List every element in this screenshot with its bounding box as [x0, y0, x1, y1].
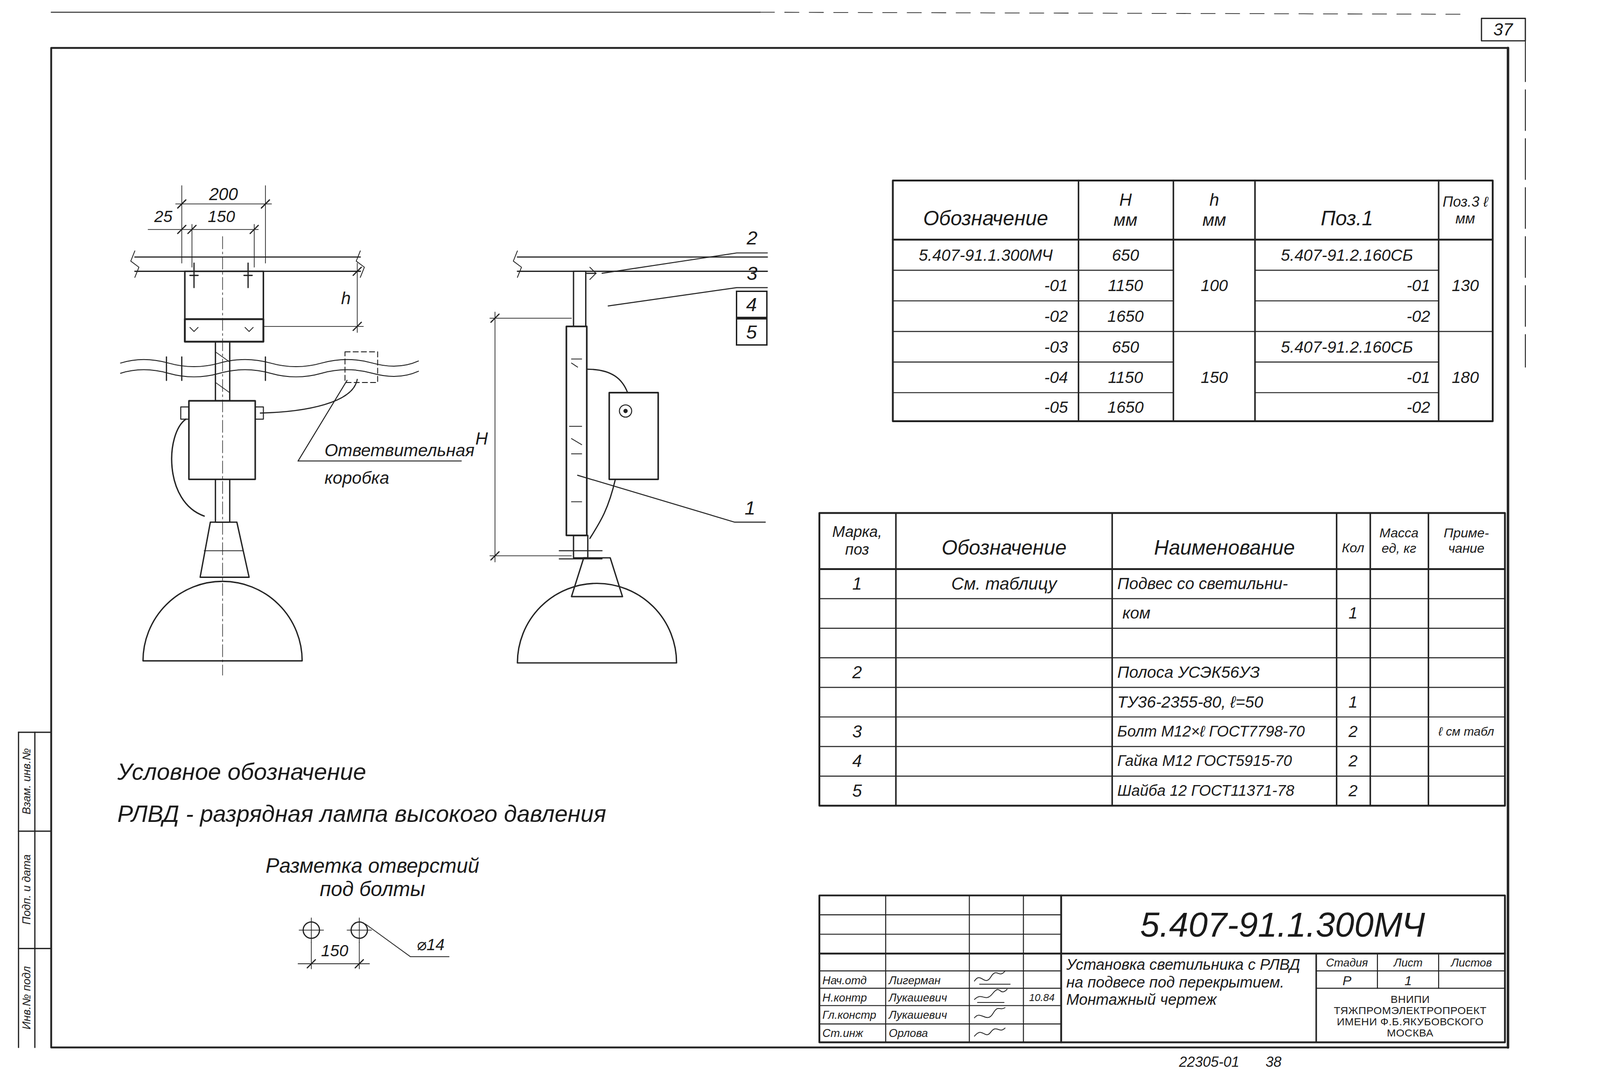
note-heading: Разметка отверстий под болты	[262, 853, 483, 902]
table-cell: 2	[1348, 781, 1358, 801]
archive-number: 22305-01	[1179, 1054, 1240, 1071]
title-block-cell: 1	[1404, 972, 1412, 989]
table-header: H мм	[1112, 190, 1139, 231]
table-cell: 130	[1451, 276, 1479, 295]
callout-box: 5	[735, 318, 768, 346]
table-cell: -04	[1044, 368, 1069, 387]
table-cell: 1150	[1107, 276, 1143, 295]
table-cell: ℓ см табл	[1438, 724, 1495, 739]
table-cell: Подвес со светильни-	[1117, 574, 1289, 594]
table-cell: Гайка М12 ГОСТ5915-70	[1117, 752, 1293, 771]
table-header: h мм	[1201, 190, 1228, 231]
table-cell: -02	[1406, 307, 1431, 326]
table-cell: ТУ36-2355-80, ℓ=50	[1117, 692, 1264, 712]
table-cell: Шайба 12 ГОСТ11371-78	[1117, 782, 1295, 800]
drawing-number: 5.407-91.1.300МЧ	[1140, 905, 1426, 946]
table-header: Обозначение	[941, 536, 1067, 560]
table-header: Обозначение	[923, 206, 1049, 231]
dimension-value: 150	[207, 207, 235, 226]
table-cell: 1	[1348, 603, 1358, 623]
table-cell: См. таблицу	[951, 573, 1057, 594]
sheet-number: 37	[1493, 19, 1513, 40]
table-cell: 1150	[1107, 368, 1143, 387]
table-cell: -02	[1044, 307, 1069, 326]
table-cell: 4	[852, 751, 863, 772]
table-header: Масса ед, кг	[1371, 525, 1427, 556]
table-cell: 5.407-91.2.160СБ	[1280, 337, 1413, 357]
table-cell: 1650	[1107, 397, 1144, 417]
table-cell: 650	[1111, 337, 1139, 357]
table-header: Наименование	[1153, 536, 1295, 560]
table-cell: 2	[1348, 722, 1358, 741]
callout-box: 4	[735, 290, 768, 319]
table-cell: 2	[1348, 751, 1358, 771]
table-header: Приме- чание	[1430, 525, 1503, 556]
title-block-cell: Ст.инж	[822, 1027, 864, 1041]
table-cell: -01	[1406, 276, 1431, 295]
title-block-cell: Лигерман	[888, 974, 941, 988]
stamp-text: Взам. инв.№	[20, 748, 34, 815]
table-cell: Болт М12×ℓ ГОСТ7798-70	[1117, 722, 1306, 741]
dimension-value: 25	[153, 207, 173, 226]
table-cell: -03	[1044, 337, 1069, 357]
note-text: РЛВД - разрядная лампа высокого давления	[117, 800, 607, 828]
table-cell: 1650	[1107, 307, 1144, 326]
dimension-value: h	[341, 287, 351, 308]
table-cell: 1	[1348, 692, 1358, 712]
table-cell: Полоса УСЭК56УЗ	[1117, 663, 1260, 682]
callout-number: 1	[744, 496, 756, 520]
table-cell: 1	[852, 573, 863, 594]
dimension-value: ⌀14	[416, 935, 445, 955]
table-header: Кол	[1341, 540, 1365, 556]
organization-name: ВНИПИ ТЯЖПРОМЭЛЕКТРОПРОЕКТ ИМЕНИ Ф.Б.ЯКУ…	[1317, 993, 1503, 1039]
callout-number: 3	[746, 262, 758, 285]
callout-number: 5	[746, 322, 757, 343]
title-block-cell: Стадия	[1326, 957, 1369, 971]
table-header: Марка, поз	[822, 523, 893, 559]
table-header: Поз.3 ℓ мм	[1441, 193, 1489, 227]
dimension-value: 150	[321, 941, 349, 961]
title-block-cell: Лист	[1393, 957, 1423, 971]
drawing-title: Установка светильника с РЛВД на подвесе …	[1066, 956, 1312, 1009]
table-cell: 2	[852, 662, 863, 683]
callout-number: 4	[746, 294, 757, 315]
title-block-cell: Орлова	[888, 1027, 929, 1041]
sheet-number: 38	[1265, 1054, 1282, 1071]
title-block-cell: Листов	[1451, 957, 1493, 971]
table-cell: 5.407-91.2.160СБ	[1280, 245, 1413, 265]
stamp-text: Подп. и дата	[20, 854, 34, 926]
title-block-cell: Лукашевич	[888, 991, 948, 1005]
title-block-cell: Лукашевич	[888, 1008, 948, 1022]
title-block-cell: Р	[1342, 972, 1352, 989]
table-cell: -01	[1406, 368, 1431, 387]
title-block-cell: Н.контр	[822, 991, 867, 1005]
stamp-text: Инв.№ подл	[20, 966, 34, 1030]
note-heading: Условное обозначение	[117, 759, 366, 787]
table-cell: 5	[852, 780, 863, 801]
table-cell: 100	[1200, 276, 1228, 295]
callout-label: Ответвительная коробка	[324, 436, 478, 493]
table-header: Поз.1	[1320, 206, 1374, 231]
table-cell: 5.407-91.1.300МЧ	[918, 245, 1053, 265]
table-cell: 3	[852, 721, 863, 742]
callout-number: 2	[746, 226, 758, 250]
table-cell: -05	[1044, 397, 1069, 417]
title-block-cell: Нач.отд	[822, 974, 867, 988]
title-block-cell: Гл.констр	[822, 1008, 877, 1022]
title-block-cell: 10.84	[1028, 992, 1055, 1004]
table-cell: 650	[1111, 245, 1139, 265]
dimension-value: 200	[209, 183, 238, 204]
table-cell: -02	[1406, 397, 1431, 417]
table-cell: ком	[1122, 603, 1151, 623]
dimension-value: H	[475, 428, 489, 449]
table-cell: -01	[1044, 276, 1069, 295]
table-cell: 150	[1200, 368, 1228, 387]
table-cell: 180	[1451, 368, 1479, 387]
